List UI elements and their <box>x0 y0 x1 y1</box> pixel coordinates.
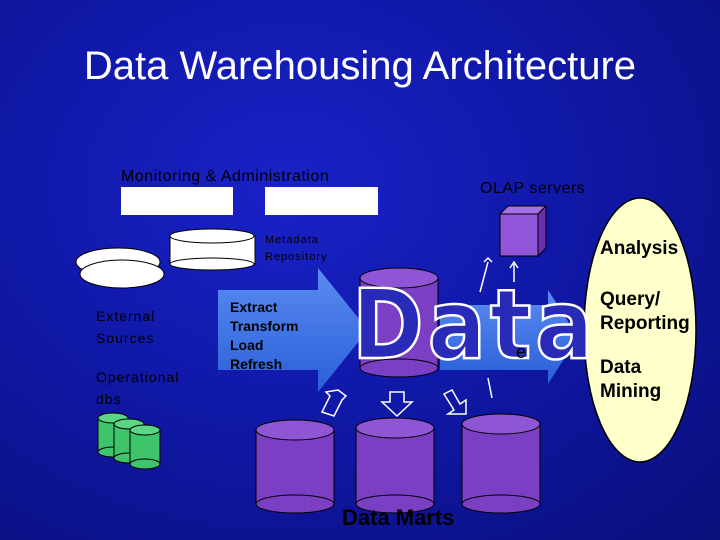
etl-line-transform: Transform <box>230 318 299 334</box>
operational-db-icons <box>97 412 161 470</box>
tool-query-reporting: Query/ Reporting <box>600 288 690 336</box>
metadata-label-line1: Metadata <box>265 234 319 246</box>
monitoring-label: Monitoring & Administration <box>121 168 330 185</box>
etl-label: Extract Transform Load Refresh <box>230 298 298 374</box>
olap-arrow <box>440 290 578 384</box>
olap-connector-1 <box>479 261 489 293</box>
operational-dbs-line2: dbs <box>96 391 122 407</box>
data-mart-cylinder-3 <box>461 413 541 514</box>
page-title: Data Warehousing Architecture <box>83 44 637 88</box>
data-mart-cylinder-2 <box>355 417 435 514</box>
metadata-label: Metadata Repository <box>265 232 328 266</box>
external-sources-line2: Sources <box>96 330 155 346</box>
tools-oval <box>583 197 697 463</box>
external-sources-label: External Sources <box>96 305 155 349</box>
tool-query-line1: Query/ <box>600 289 661 310</box>
operational-dbs-label: Operational dbs <box>96 366 179 410</box>
olap-connector-3 <box>487 377 493 399</box>
metadata-label-line2: Repository <box>265 251 328 263</box>
warehouse-partial-char: e <box>516 342 526 362</box>
etl-line-refresh: Refresh <box>230 356 283 372</box>
etl-arrow <box>218 268 368 392</box>
data-marts-label: Data Marts <box>342 505 455 530</box>
etl-line-extract: Extract <box>230 299 278 315</box>
metadata-cylinder <box>169 228 256 271</box>
tool-mining-line2: Mining <box>600 381 662 402</box>
olap-label: OLAP servers <box>480 180 586 197</box>
tool-data-mining: Data Mining <box>600 356 661 404</box>
operational-dbs-line1: Operational <box>96 369 180 385</box>
etl-line-load: Load <box>230 337 264 353</box>
monitoring-box-left <box>121 187 233 215</box>
warehouse-word: Data <box>352 269 598 381</box>
data-mart-cylinder-1 <box>255 419 335 514</box>
external-sources-icon <box>75 247 165 289</box>
tool-mining-line1: Data <box>600 357 642 378</box>
warehouse-cylinder <box>359 267 439 378</box>
mart-arrow-right <box>442 389 467 415</box>
mart-arrow-middle <box>380 391 414 418</box>
tool-query-line2: Reporting <box>600 313 690 334</box>
external-sources-line1: External <box>96 308 156 324</box>
mart-arrow-left <box>320 389 348 417</box>
olap-server-cube <box>498 204 548 258</box>
tool-analysis: Analysis <box>600 238 679 259</box>
monitoring-box-right <box>265 187 378 215</box>
